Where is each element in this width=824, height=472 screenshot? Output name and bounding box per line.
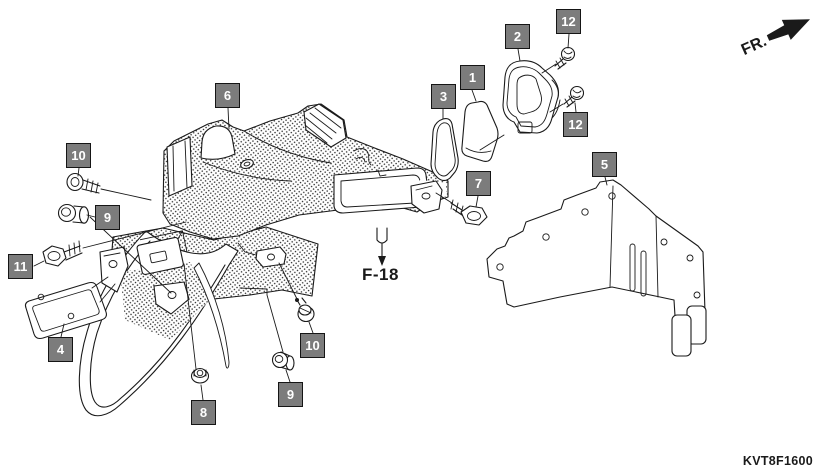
flap-mount-tab-right: [237, 242, 287, 268]
callout-12-lower[interactable]: 12: [563, 112, 588, 137]
callout-connectors: [33, 33, 608, 401]
callout-3[interactable]: 3: [431, 84, 456, 109]
callout-1[interactable]: 1: [460, 65, 485, 90]
callout-4[interactable]: 4: [48, 337, 73, 362]
part-6-rear-fender-body: [162, 103, 449, 244]
fr-arrow-icon: [766, 19, 811, 41]
fender-grommet-hole: [240, 158, 254, 170]
fastener-7-flange-bolt: [450, 199, 488, 226]
part-1-rubber-cushion: [461, 100, 499, 162]
callout-10-lower[interactable]: 10: [300, 333, 325, 358]
fender-ribbed-block: [303, 103, 347, 148]
callout-7[interactable]: 7: [466, 171, 491, 196]
flap-mount-tab-left: [99, 246, 129, 293]
fender-arch: [200, 125, 236, 160]
fastener-9-lower-nut: [271, 351, 295, 371]
part-5-inner-bracket: [486, 179, 707, 357]
callout-12-upper[interactable]: 12: [556, 9, 581, 34]
f18-arrow-icon: [378, 256, 386, 266]
part-3-seal-gasket: [430, 118, 459, 182]
page-ref-label: F-18: [362, 265, 399, 284]
callout-8[interactable]: 8: [191, 400, 216, 425]
diagram-code: KVT8F1600: [743, 454, 813, 468]
rear-mud-flap: [78, 230, 287, 417]
callout-10-upper[interactable]: 10: [66, 143, 91, 168]
flap-edge-highlight: [193, 262, 230, 369]
license-light-box: [136, 230, 188, 276]
callout-5[interactable]: 5: [592, 152, 617, 177]
fastener-10-upper-screw: [66, 172, 101, 194]
fastener-8-flange-nut: [190, 367, 210, 384]
callout-6[interactable]: 6: [215, 83, 240, 108]
fastener-10-lower-screw: [295, 297, 315, 323]
callout-9-lower[interactable]: 9: [278, 382, 303, 407]
flap-mount-tab-center: [153, 281, 190, 315]
callout-9-upper[interactable]: 9: [95, 205, 120, 230]
bracket-foot-front: [671, 314, 692, 357]
part-2-duct-seal: [502, 60, 561, 134]
fastener-12-lower-screw: [563, 85, 585, 108]
part-4-reflector: [24, 281, 107, 340]
callout-2[interactable]: 2: [505, 24, 530, 49]
callout-11[interactable]: 11: [8, 254, 33, 279]
page-ref-marker: F-18: [362, 242, 399, 284]
fastener-12-upper-screw: [554, 46, 576, 70]
fastener-11-flange-bolt: [42, 240, 83, 267]
fastener-9-upper-nut: [57, 203, 90, 224]
